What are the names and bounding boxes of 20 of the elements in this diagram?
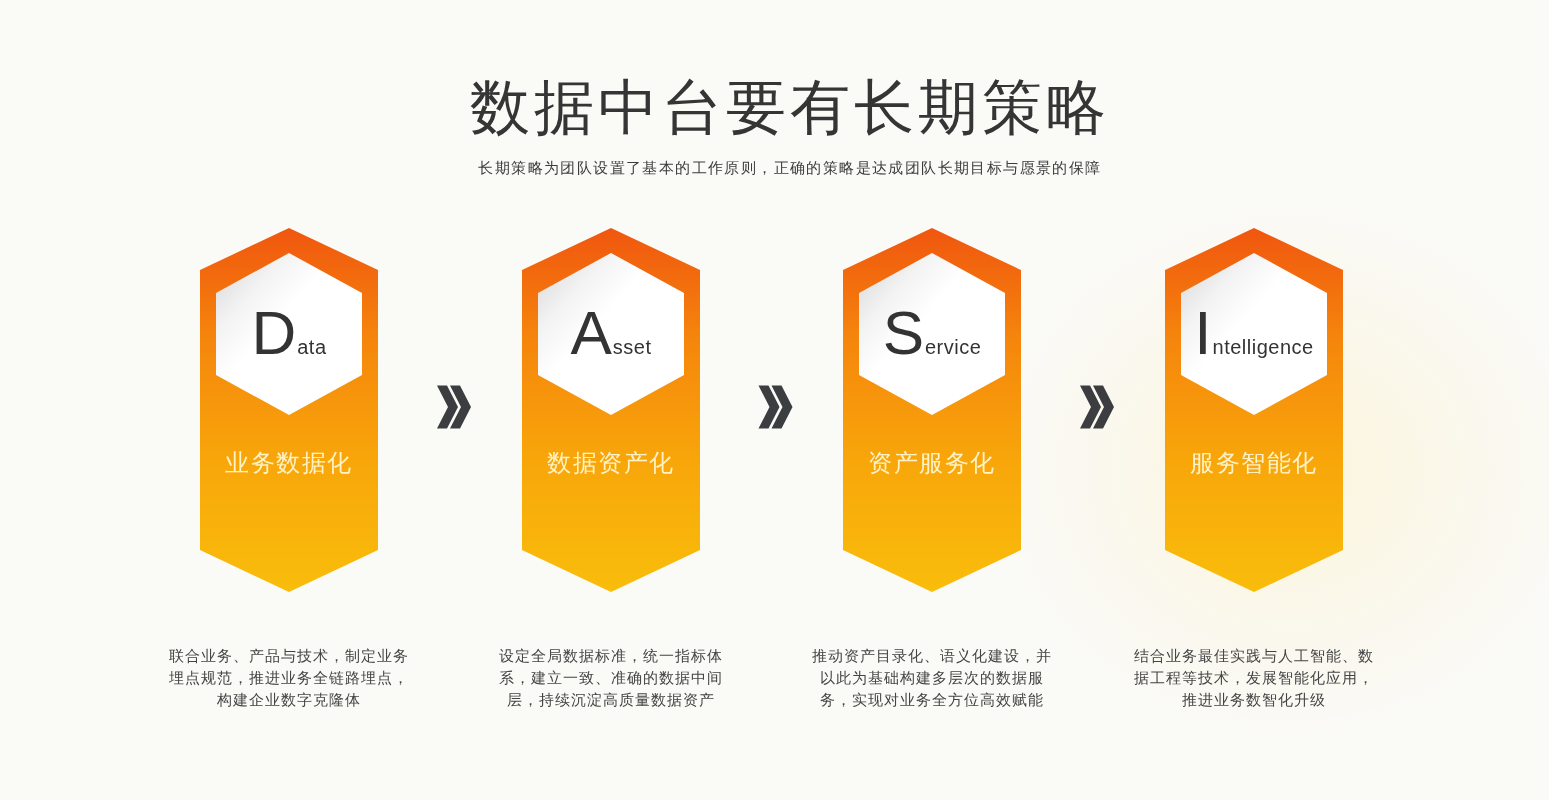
hexagon-card — [522, 228, 700, 592]
hexagon-card — [200, 228, 378, 592]
description-text: 结合业务最佳实践与人工智能、数据工程等技术，发展智能化应用，推进业务数智化升级 — [1133, 646, 1375, 711]
stage-word: Asset — [570, 302, 652, 369]
description-text: 联合业务、产品与技术，制定业务埋点规范，推进业务全链路埋点，构建企业数字克隆体 — [168, 646, 410, 711]
stage-label: 服务智能化 — [1190, 448, 1318, 478]
stage-word: Service — [882, 302, 982, 369]
description-text: 推动资产目录化、语义化建设，并以此为基础构建多层次的数据服务，实现对业务全方位高效赋能 — [811, 646, 1053, 711]
stage-label: 业务数据化 — [225, 448, 353, 478]
stage-label: 资产服务化 — [868, 448, 996, 478]
description-text: 设定全局数据标准，统一指标体系，建立一致、准确的数据中间层，持续沉淀高质量数据资产 — [498, 646, 724, 711]
subtitle: 长期策略为团队设置了基本的工作原则，正确的策略是达成团队长期目标与愿景的保障 — [478, 158, 1102, 178]
chevron-arrow — [437, 385, 471, 429]
hexagon-card — [843, 228, 1021, 592]
chevron-arrow — [758, 385, 793, 429]
title: 数据中台要有长期策略 — [470, 71, 1110, 143]
hexagon-card — [1165, 228, 1343, 592]
stage-word: Data — [251, 302, 327, 369]
chevron-arrow — [1080, 385, 1114, 429]
stage-label: 数据资产化 — [547, 448, 675, 478]
